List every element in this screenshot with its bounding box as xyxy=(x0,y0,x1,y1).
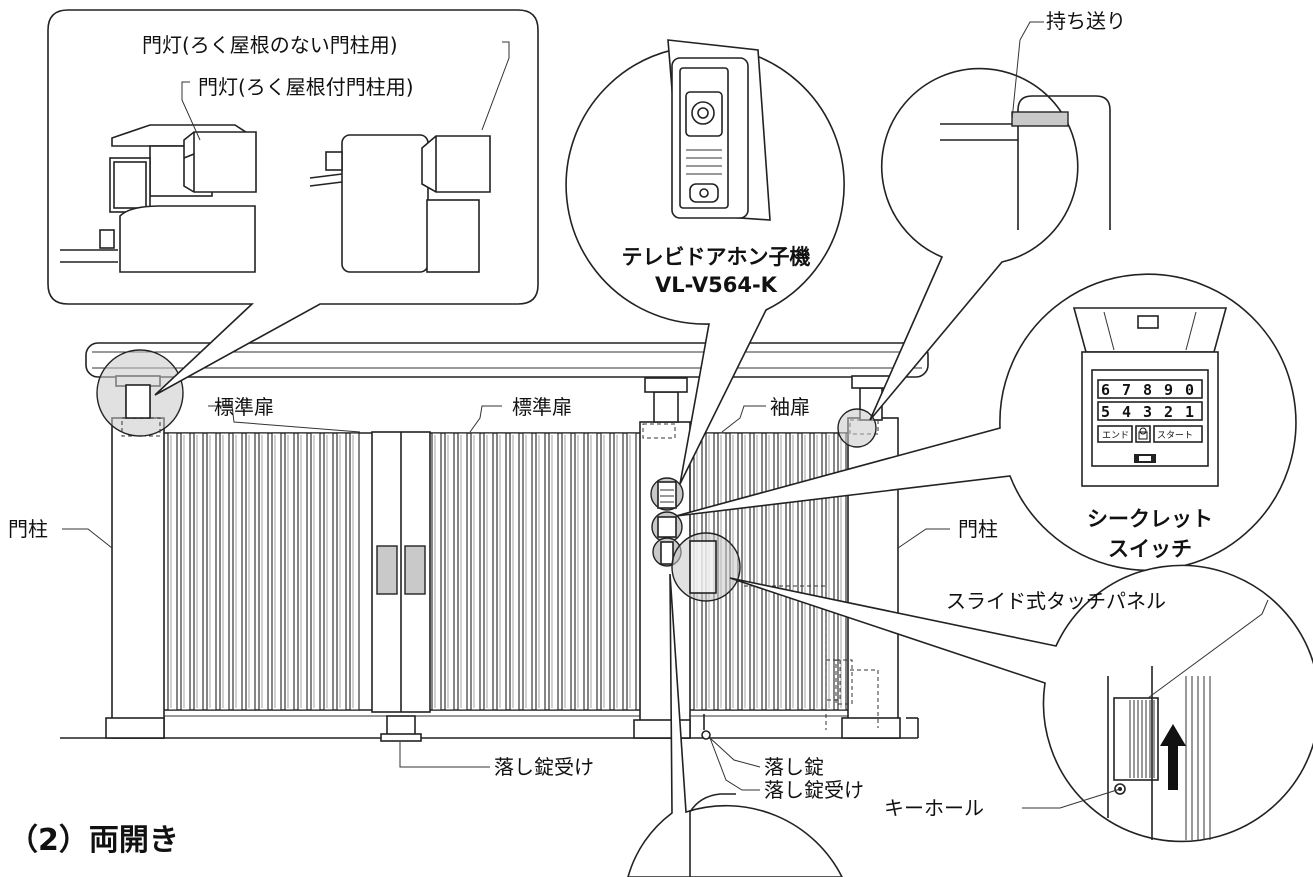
door-slat xyxy=(600,432,611,711)
door-slat xyxy=(813,432,823,711)
keypad-row1-key: 7 xyxy=(1122,381,1131,399)
carry-forward-magnifier-circle xyxy=(837,408,877,448)
labels: 門灯(ろく屋根のない門柱用) 門灯(ろく屋根付門柱用) 標準扉 標準扉 袖扉 門… xyxy=(8,9,1213,858)
door-slat xyxy=(613,432,624,711)
door-slat xyxy=(349,432,360,711)
keypad-start-key: スタート xyxy=(1157,430,1193,441)
handle-left xyxy=(376,545,398,595)
secret-switch-callout xyxy=(675,273,1297,571)
label-drop-lock-receiver-2: 落し錠受け xyxy=(764,778,864,802)
keypad-row2-key: 3 xyxy=(1143,403,1152,421)
keypad-row2-key: 4 xyxy=(1122,403,1131,421)
door-slat xyxy=(336,432,347,711)
label-slide-touch-panel: スライド式タッチパネル xyxy=(946,589,1166,613)
page-title: （2）両開き xyxy=(8,823,179,858)
keypad-row2-key: 2 xyxy=(1164,403,1173,421)
leader-lines xyxy=(62,405,1269,809)
label-secret-switch-2: スイッチ xyxy=(1108,537,1192,561)
door-slat xyxy=(483,432,494,711)
door-slat xyxy=(206,432,217,711)
label-lamp-no-roof: 門灯(ろく屋根のない門柱用) xyxy=(142,33,398,57)
door-slat xyxy=(180,432,191,711)
door-slat xyxy=(232,432,243,711)
slide-up-arrow-icon xyxy=(1160,724,1186,790)
label-drop-lock: 落し錠 xyxy=(764,755,824,779)
door-slat xyxy=(574,432,585,711)
door-slat xyxy=(297,432,308,711)
keypad-row2-key: 5 xyxy=(1101,403,1110,421)
carry-forward-callout xyxy=(869,21,1111,421)
door-slat xyxy=(470,432,481,711)
door-slat xyxy=(535,432,546,711)
keypad-row1-key: 6 xyxy=(1101,381,1110,399)
lock-icon xyxy=(1139,427,1147,435)
door-slat xyxy=(284,432,295,711)
door-slat xyxy=(245,432,256,711)
door-slat xyxy=(801,432,811,711)
touch-panel-callout xyxy=(729,564,1313,843)
label-intercom-1: テレビドアホン子機 xyxy=(622,245,811,269)
intercom-unit-illustration xyxy=(667,39,771,221)
lamp-with-roof-illustration xyxy=(60,124,257,273)
label-lamp-roof: 門灯(ろく屋根付門柱用) xyxy=(198,75,414,99)
door-slat xyxy=(271,432,282,711)
label-standard-door-right: 標準扉 xyxy=(512,395,572,419)
door-slat xyxy=(626,432,637,711)
lamp-callout xyxy=(47,9,539,396)
door-slat xyxy=(496,432,507,711)
lamp-no-roof-illustration xyxy=(309,134,491,273)
keypad-row1-key: 0 xyxy=(1185,381,1194,399)
door-slat xyxy=(457,432,468,711)
label-intercom-2: VL-V564-K xyxy=(655,273,778,297)
post-left xyxy=(111,417,165,739)
door-slat xyxy=(741,432,751,711)
door-slat xyxy=(765,432,775,711)
keypad-end-key: エンド xyxy=(1102,431,1129,441)
label-sleeve-door: 袖扉 xyxy=(770,395,810,419)
keypad-text: 6 7 8 9 0 5 4 3 2 1 エンド スタート xyxy=(1101,381,1194,441)
keypad-row1-key: 9 xyxy=(1164,381,1173,399)
door-slat xyxy=(193,432,204,711)
label-post-right: 門柱 xyxy=(958,517,998,541)
keypad-illustration xyxy=(1072,307,1228,487)
keypad-row2-key: 1 xyxy=(1185,403,1194,421)
handle-right xyxy=(404,545,426,595)
standard-door-left xyxy=(167,432,360,711)
label-standard-door-left: 標準扉 xyxy=(214,395,274,419)
door-slat xyxy=(753,432,763,711)
door-slat xyxy=(777,432,787,711)
label-post-left: 門柱 xyxy=(8,517,48,541)
door-slat xyxy=(522,432,533,711)
label-key-hole: キーホール xyxy=(884,796,984,820)
label-carry-forward: 持ち送り xyxy=(1046,9,1126,33)
door-slat xyxy=(310,432,321,711)
door-slat xyxy=(219,432,230,711)
keypad-row1-key: 8 xyxy=(1143,381,1152,399)
label-secret-switch-1: シークレット xyxy=(1087,507,1213,531)
door-slat xyxy=(789,432,799,711)
door-slat xyxy=(587,432,598,711)
door-slat xyxy=(323,432,334,711)
door-slat xyxy=(444,432,455,711)
door-slat xyxy=(167,432,178,711)
door-slat xyxy=(509,432,520,711)
door-slat xyxy=(825,432,835,711)
door-slat xyxy=(561,432,572,711)
door-slat xyxy=(548,432,559,711)
door-slat xyxy=(258,432,269,711)
label-drop-lock-receiver-1: 落し錠受け xyxy=(494,755,594,779)
door-slat xyxy=(431,432,442,711)
standard-door-right xyxy=(431,432,637,711)
bottom-callout-partial xyxy=(627,573,843,877)
intercom-callout xyxy=(565,39,845,485)
